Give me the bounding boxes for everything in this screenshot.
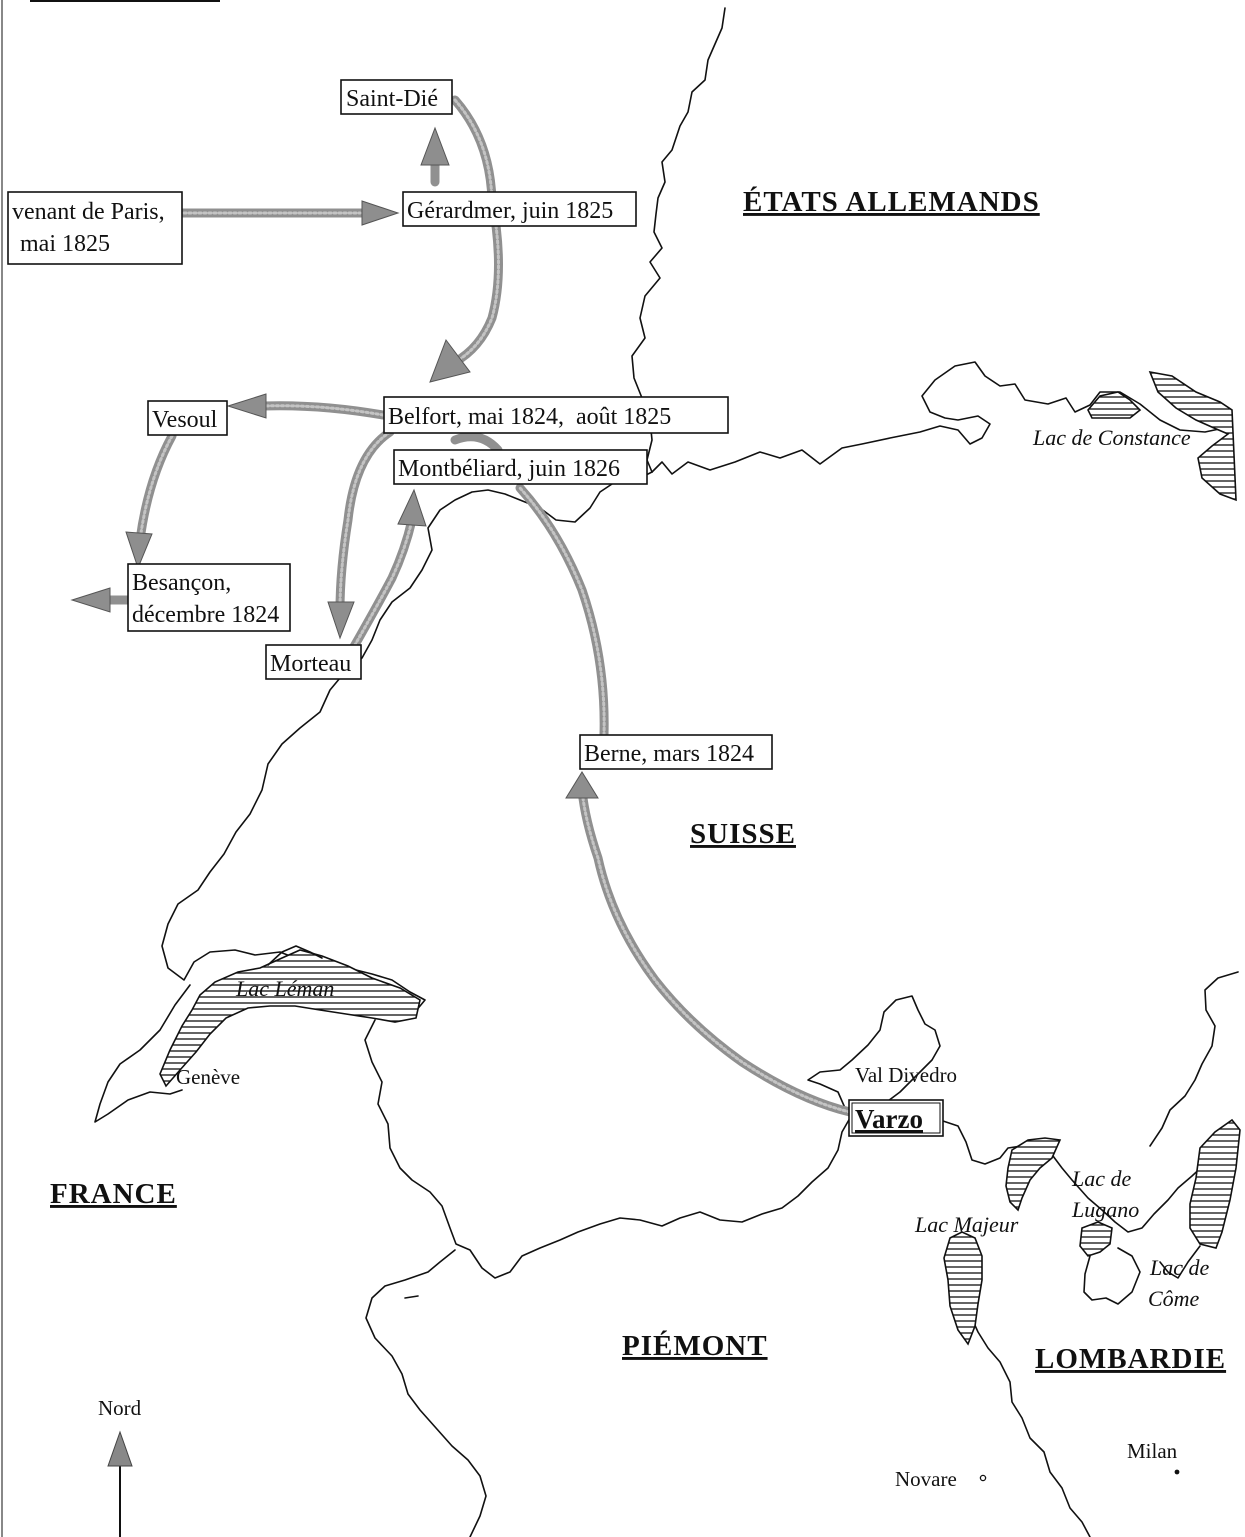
lake-come-shape: [1189, 1118, 1241, 1249]
border-switzerland-germany: [651, 361, 1225, 475]
region-france: FRANCE: [50, 1178, 177, 1210]
route-belfort-to-vesoul: [226, 393, 388, 420]
route-belfort-to-montbeliard: [450, 432, 503, 455]
route-gerardmer-to-saint-die: [420, 126, 450, 187]
stop-morteau: Morteau: [265, 644, 362, 680]
border-france-germany: [631, 7, 726, 473]
stop-vesoul: Vesoul: [147, 400, 228, 436]
border-france-west: [94, 984, 191, 1123]
stop-montbeliard: Montbéliard, juin 1826: [393, 449, 648, 485]
route-vesoul-to-besancon: [125, 431, 177, 570]
stop-besancon: Besançon, décembre 1824: [127, 563, 291, 632]
region-lombardie: LOMBARDIE: [1035, 1343, 1226, 1375]
route-berne-to-montbeliard: [515, 483, 609, 740]
place-novare-dot: [979, 1474, 987, 1482]
stop-gerardmer: Gérardmer, juin 1825: [402, 191, 637, 227]
stop-vesoul-label: Vesoul: [152, 407, 218, 433]
stop-paris: venant de Paris, mai 1825: [7, 191, 183, 265]
region-etats-allemands: ÉTATS ALLEMANDS: [743, 185, 1040, 218]
stop-besancon-label-line2: décembre 1824: [132, 602, 279, 628]
stop-belfort: Belfort, mai 1824, août 1825: [383, 396, 729, 434]
stop-montbeliard-label: Montbéliard, juin 1826: [398, 456, 620, 482]
place-geneve: Genève: [176, 1065, 240, 1089]
stop-belfort-label: Belfort, mai 1824, août 1825: [388, 404, 671, 430]
lake-come-south-shore: [1159, 1245, 1201, 1279]
region-piemont: PIÉMONT: [622, 1329, 768, 1362]
lake-majeur-south-shape: [943, 1231, 983, 1346]
route-saint-die-to-belfort: [429, 95, 503, 383]
route-paris-to-gerardmer: [177, 200, 400, 226]
border-piemont-lombardie: [959, 1287, 1091, 1537]
route-besancon-west: [70, 587, 133, 613]
border-east-edge: [1149, 971, 1239, 1147]
lake-constance-east-shape: [1148, 370, 1237, 502]
lake-leman-label: Lac Léman: [235, 976, 334, 1001]
lake-lugano-label-line2: Lugano: [1071, 1197, 1139, 1222]
stop-paris-label-line1: venant de Paris,: [12, 199, 165, 225]
stop-morteau-label: Morteau: [270, 651, 351, 677]
lake-leman-north-shore: [267, 945, 323, 966]
stop-saint-die: Saint-Dié: [340, 79, 453, 115]
place-novare: Novare: [895, 1467, 957, 1491]
lake-constance-shape: [1087, 391, 1142, 419]
lake-lugano-label-line1: Lac de: [1071, 1166, 1132, 1191]
place-milan-dot: [1174, 1469, 1180, 1475]
region-suisse: SUISSE: [690, 818, 796, 850]
border-tick-mark: [404, 1295, 419, 1299]
lake-leman-shape: [159, 949, 421, 1088]
compass-north-label: Nord: [98, 1396, 142, 1420]
route-varzo-to-berne: [565, 771, 855, 1117]
stop-berne-label: Berne, mars 1824: [584, 741, 754, 767]
stop-berne: Berne, mars 1824: [579, 734, 773, 770]
compass-north-arrow: [107, 1430, 133, 1537]
lake-lugano-south-shore: [1083, 1247, 1141, 1305]
place-val-divedro: Val Divedro: [855, 1063, 957, 1087]
lake-lugano-shape: [1079, 1221, 1113, 1257]
border-savoie-valais: [364, 1019, 851, 1279]
stop-paris-label-line2: mai 1825: [20, 231, 110, 257]
lake-come-label-line2: Côme: [1148, 1286, 1200, 1311]
border-italy-switzerland-east: [939, 1119, 1233, 1233]
stop-besancon-label-line1: Besançon,: [132, 570, 231, 596]
route-belfort-to-morteau: [327, 427, 395, 640]
stop-varzo: Varzo: [848, 1099, 944, 1137]
stop-gerardmer-label: Gérardmer, juin 1825: [407, 198, 613, 224]
lake-constance-label: Lac de Constance: [1032, 425, 1191, 450]
route-morteau-to-montbeliard: [347, 488, 427, 655]
stop-varzo-label: Varzo: [855, 1104, 923, 1134]
place-milan: Milan: [1127, 1439, 1178, 1463]
border-simplon: [807, 995, 941, 1109]
lake-majeur-shape: [1005, 1137, 1062, 1212]
stop-saint-die-label: Saint-Dié: [346, 86, 438, 112]
lake-come-label-line1: Lac de: [1149, 1255, 1210, 1280]
lake-majeur-label: Lac Majeur: [914, 1212, 1019, 1237]
border-france-piemont: [365, 1249, 487, 1537]
